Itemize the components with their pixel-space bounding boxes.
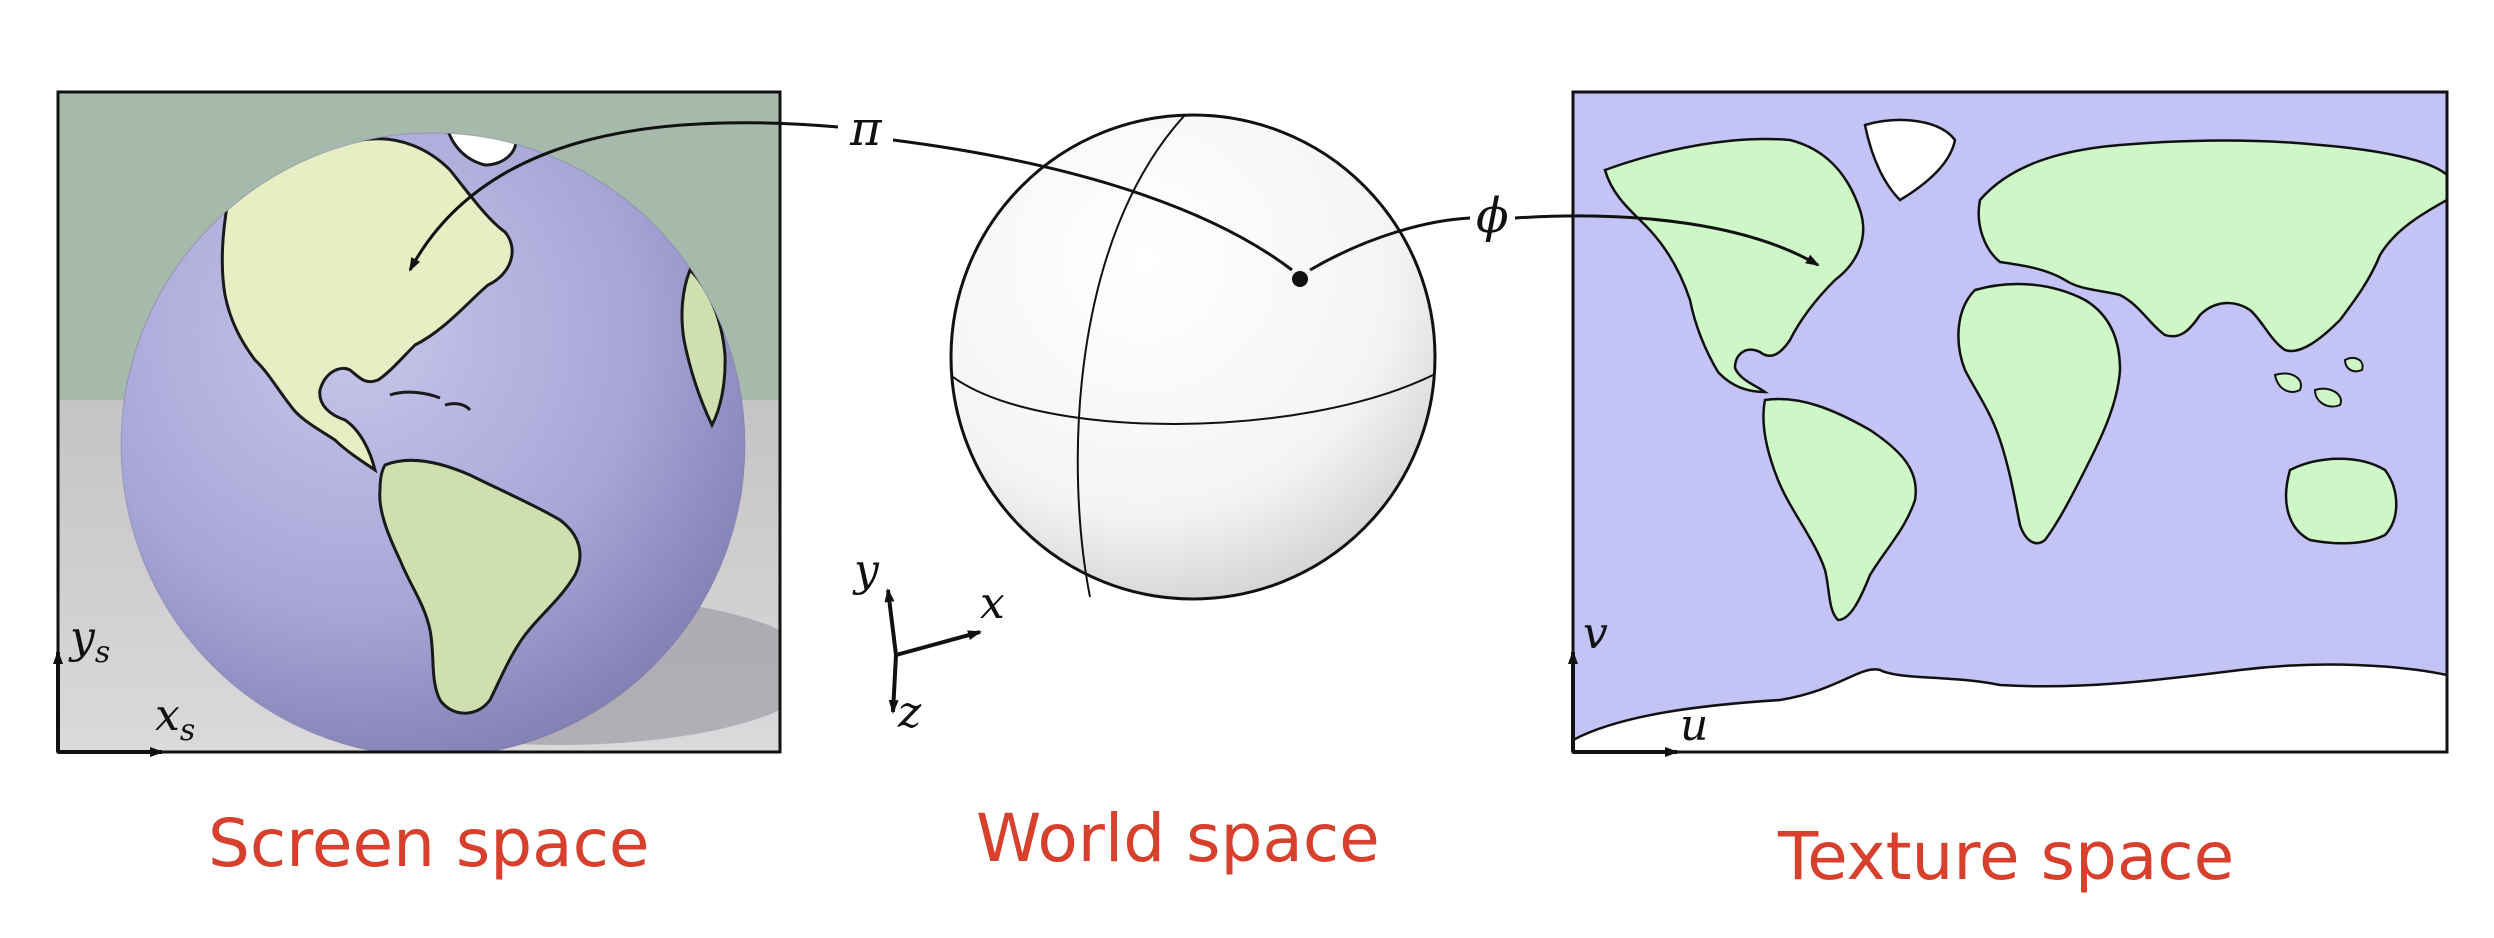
texture-antarctica <box>1573 663 2447 752</box>
texture-north-america <box>1603 137 1865 394</box>
world-space-panel: y x z <box>852 113 1437 738</box>
phi-label: ϕ <box>1476 188 1509 244</box>
sphere-point <box>1292 271 1308 287</box>
screen-axis-x: xs <box>155 690 195 748</box>
texture-eurasia <box>1977 139 2447 353</box>
pi-arrow <box>892 138 1293 272</box>
texture-australia <box>2284 457 2398 545</box>
texture-axis-v: v <box>1583 608 1608 659</box>
globe-north-america <box>220 137 514 474</box>
texture-frame <box>1571 90 2449 754</box>
texture-space-caption: Texture space <box>1778 818 2235 895</box>
world-space-caption: World space <box>976 800 1380 877</box>
sphere-equator <box>952 374 1434 425</box>
screen-frame <box>56 90 782 754</box>
world-axis-y: y <box>852 545 880 596</box>
texture-south-america <box>1762 397 1918 622</box>
world-sphere <box>949 113 1437 601</box>
texture-space-panel: v u <box>1568 90 2449 757</box>
texture-axis-u: u <box>1680 700 1708 751</box>
phi-arrow <box>1309 216 1471 272</box>
screen-space-caption: Screen space <box>208 805 650 882</box>
texture-greenland <box>1863 118 1957 202</box>
texture-islands <box>2273 357 2364 408</box>
globe-greenland <box>443 133 518 167</box>
pi-label: π <box>849 101 883 157</box>
pi-arrow-to-screen <box>408 121 839 272</box>
screen-space-panel: ys xs <box>53 90 782 757</box>
globe-south-america <box>378 458 582 715</box>
sphere-meridian <box>1076 114 1186 598</box>
world-axis-z: z <box>897 687 922 738</box>
screen-axis-y: ys <box>68 612 110 670</box>
texture-africa <box>1957 282 2122 545</box>
globe-continents <box>220 133 727 715</box>
mapping-arrows: π ϕ <box>408 101 1820 272</box>
globe-caribbean <box>389 390 472 412</box>
phi-arrow-to-texture <box>1514 214 1820 267</box>
world-axis-x: x <box>980 578 1005 629</box>
